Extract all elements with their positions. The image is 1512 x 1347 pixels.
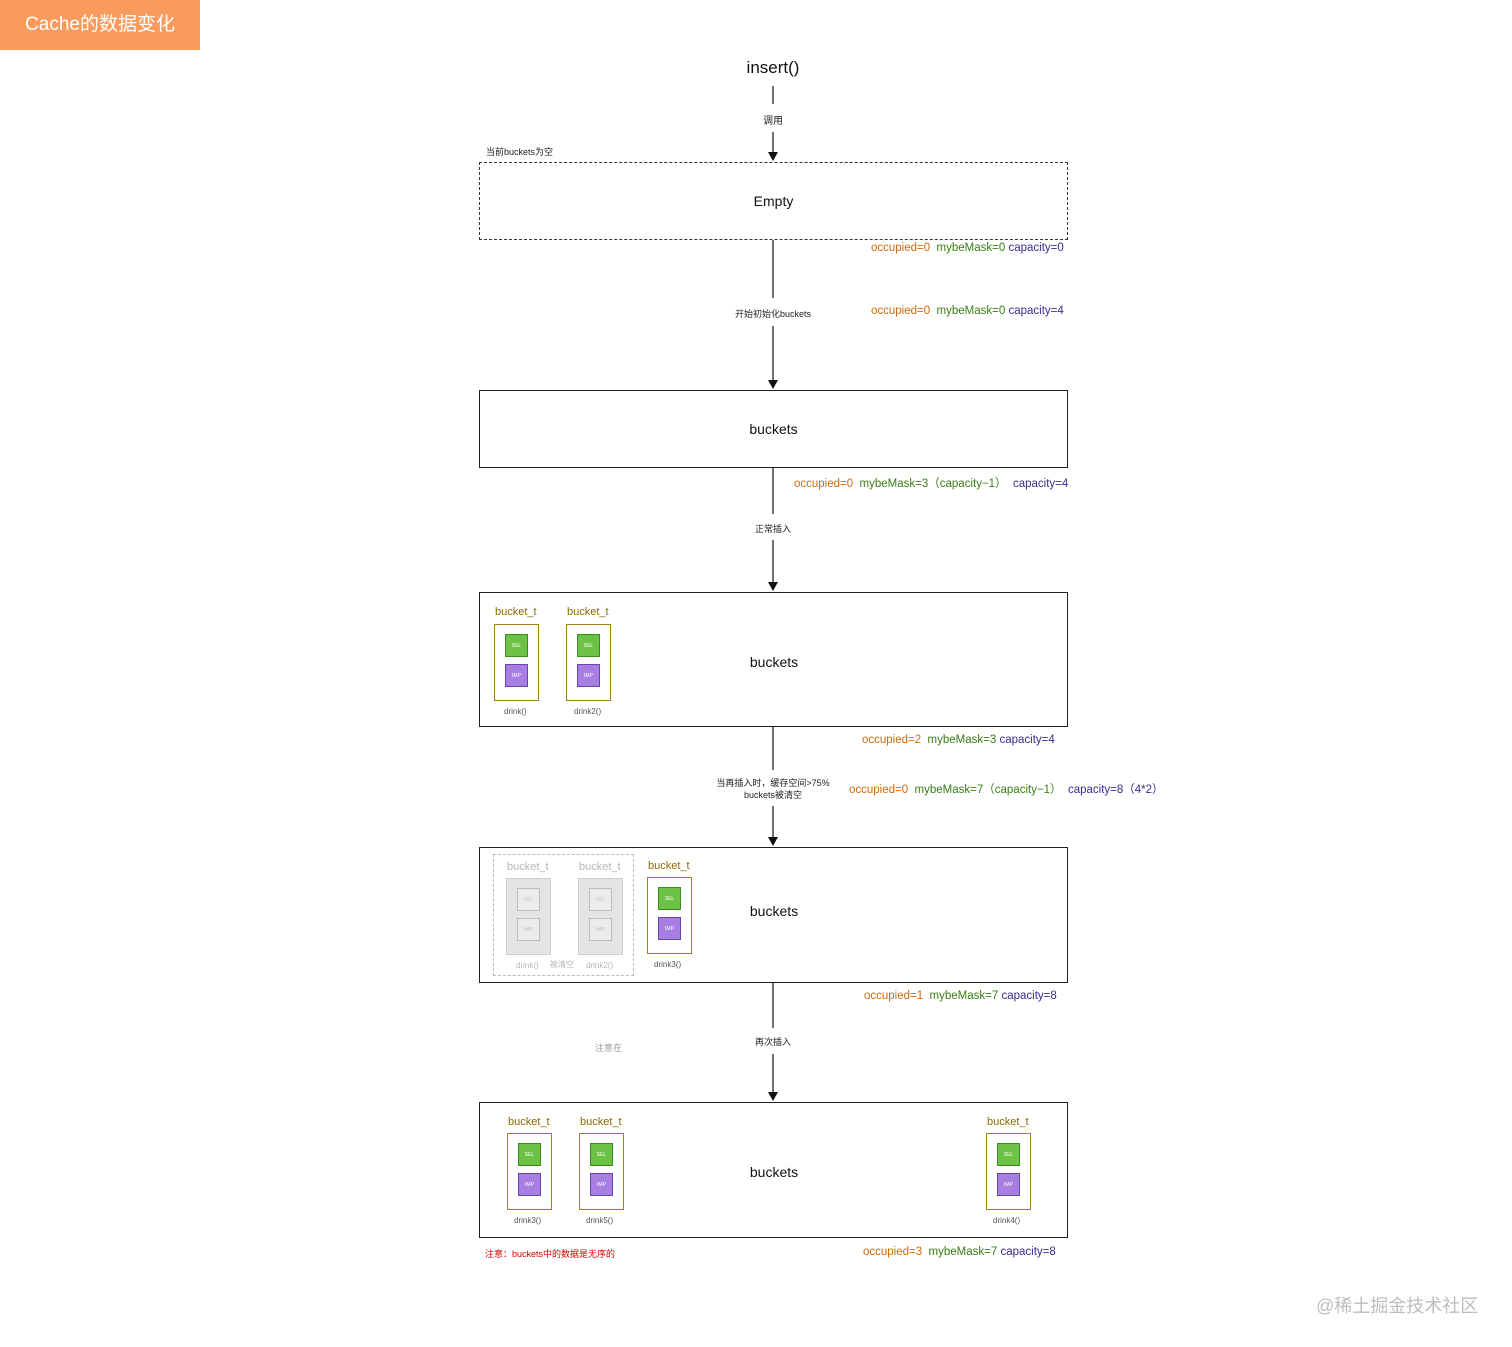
diagram-title-badge: Cache的数据变化	[0, 0, 200, 50]
annotation-3: occupied=0 mybeMask=3（capacity−1） capaci…	[794, 475, 1068, 491]
imp-slot: IMP	[997, 1173, 1020, 1196]
occupied-value: occupied=1	[864, 990, 924, 1002]
mask-value: mybeMask=7	[929, 990, 999, 1002]
method-drink2-cleared: drink2()	[586, 961, 614, 970]
method-drink3: drink3()	[514, 1216, 542, 1225]
capacity-value: capacity=4	[1008, 305, 1064, 317]
sel-slot: SEL	[518, 1143, 541, 1166]
buckets-box-cleared: bucket_t SEL IMP drink() 被清空 bucket_t SE…	[479, 847, 1068, 983]
capacity-value: capacity=4	[1012, 478, 1069, 490]
annotation-5: occupied=0 mybeMask=7（capacity−1） capaci…	[849, 781, 1164, 797]
imp-slot: IMP	[577, 664, 600, 687]
sel-slot: SEL	[577, 634, 600, 657]
buckets-label: buckets	[749, 903, 799, 919]
sel-slot: SEL	[590, 1143, 613, 1166]
bucket-t-drink2-cleared: SEL IMP	[578, 878, 623, 955]
capacity-value: capacity=8（4*2）	[1067, 784, 1164, 796]
bucket-t-drink3: SEL IMP	[507, 1133, 552, 1210]
imp-slot-cleared: IMP	[589, 918, 612, 941]
watermark: @稀土掘金技术社区	[1316, 1296, 1479, 1316]
bucket-t-drink-cleared: SEL IMP	[506, 878, 551, 955]
empty-box: Empty	[479, 162, 1068, 240]
bucket-t-drink5: SEL IMP	[579, 1133, 624, 1210]
cleared-buckets-group: bucket_t SEL IMP drink() 被清空 bucket_t SE…	[493, 854, 634, 976]
buckets-label: buckets	[749, 1164, 799, 1180]
capacity-value: capacity=4	[999, 734, 1055, 746]
annotation-4: occupied=2 mybeMask=3 capacity=4	[862, 734, 1055, 746]
occupied-value: occupied=0	[871, 305, 931, 317]
buckets-label: buckets	[749, 421, 798, 437]
capacity-value: capacity=8	[1001, 990, 1057, 1002]
annotation-7: occupied=3 mybeMask=7 capacity=8	[863, 1246, 1056, 1258]
imp-slot: IMP	[658, 917, 681, 940]
annotation-2: occupied=0 mybeMask=0 capacity=4	[871, 305, 1064, 317]
mask-value: mybeMask=0	[936, 305, 1006, 317]
edge-label-reinsert: 当再插入时，缓存空间>75% buckets被清空	[693, 777, 853, 801]
sel-slot: SEL	[658, 887, 681, 910]
imp-slot: IMP	[518, 1173, 541, 1196]
method-drink-cleared: drink()	[516, 961, 539, 970]
edge-label-normal-insert: 正常插入	[754, 524, 791, 534]
annotation-1: occupied=0 mybeMask=0 capacity=0	[871, 242, 1064, 254]
sel-slot: SEL	[997, 1143, 1020, 1166]
occupied-value: occupied=0	[794, 478, 854, 490]
method-drink: drink()	[504, 707, 527, 716]
edge-label-insert-again: 再次插入	[754, 1037, 791, 1047]
capacity-value: capacity=8	[1000, 1246, 1056, 1258]
imp-slot-cleared: IMP	[517, 918, 540, 941]
buckets-label: buckets	[749, 654, 799, 670]
occupied-value: occupied=0	[849, 784, 909, 796]
bucket-t-drink: SEL IMP	[494, 624, 539, 701]
method-drink4: drink4()	[993, 1216, 1021, 1225]
bucket-t-drink4: SEL IMP	[986, 1133, 1031, 1210]
insert-node: insert()	[746, 58, 800, 77]
capacity-value: capacity=0	[1008, 242, 1064, 254]
mask-value: mybeMask=0	[936, 242, 1006, 254]
bucket-t-label: bucket_t	[580, 1116, 622, 1128]
bucket-t-drink3: SEL IMP	[647, 877, 692, 954]
sel-slot: SEL	[505, 634, 528, 657]
method-drink5: drink5()	[586, 1216, 614, 1225]
note-attention: 注意在	[595, 1043, 623, 1053]
edge-label-call: 调用	[763, 116, 783, 127]
bucket-t-label: bucket_t	[567, 606, 609, 618]
mask-value: mybeMask=7	[928, 1246, 998, 1258]
method-drink3: drink3()	[654, 960, 682, 969]
bucket-t-label: bucket_t	[495, 606, 537, 618]
bucket-t-label-cleared: bucket_t	[579, 861, 621, 873]
note-cleared: 被清空	[550, 960, 574, 969]
occupied-value: occupied=0	[871, 242, 931, 254]
bucket-t-label: bucket_t	[508, 1116, 550, 1128]
annotation-6: occupied=1 mybeMask=7 capacity=8	[864, 990, 1057, 1002]
buckets-box-final: bucket_t SEL IMP drink3() bucket_t SEL I…	[479, 1102, 1068, 1238]
sel-slot-cleared: SEL	[589, 888, 612, 911]
edge-label-reinsert-line2: buckets被清空	[743, 790, 803, 800]
imp-slot: IMP	[505, 664, 528, 687]
note-unordered: 注意：buckets中的数据是无序的	[485, 1249, 616, 1259]
mask-value: mybeMask=3（capacity−1）	[859, 478, 1007, 490]
occupied-value: occupied=3	[863, 1246, 923, 1258]
buckets-box-initial: buckets	[479, 390, 1068, 468]
method-drink2: drink2()	[574, 707, 602, 716]
bucket-t-drink2: SEL IMP	[566, 624, 611, 701]
bucket-t-label: bucket_t	[987, 1116, 1029, 1128]
buckets-box-two-items: bucket_t SEL IMP drink() bucket_t SEL IM…	[479, 592, 1068, 727]
edge-label-init: 开始初始化buckets	[734, 309, 812, 319]
imp-slot: IMP	[590, 1173, 613, 1196]
empty-label: Empty	[753, 193, 794, 209]
bucket-t-label-cleared: bucket_t	[507, 861, 549, 873]
note-buckets-empty: 当前buckets为空	[486, 147, 554, 157]
mask-value: mybeMask=7（capacity−1）	[914, 784, 1062, 796]
occupied-value: occupied=2	[862, 734, 922, 746]
mask-value: mybeMask=3	[927, 734, 997, 746]
bucket-t-label: bucket_t	[648, 860, 690, 872]
sel-slot-cleared: SEL	[517, 888, 540, 911]
edge-label-reinsert-line1: 当再插入时，缓存空间>75%	[716, 778, 830, 788]
